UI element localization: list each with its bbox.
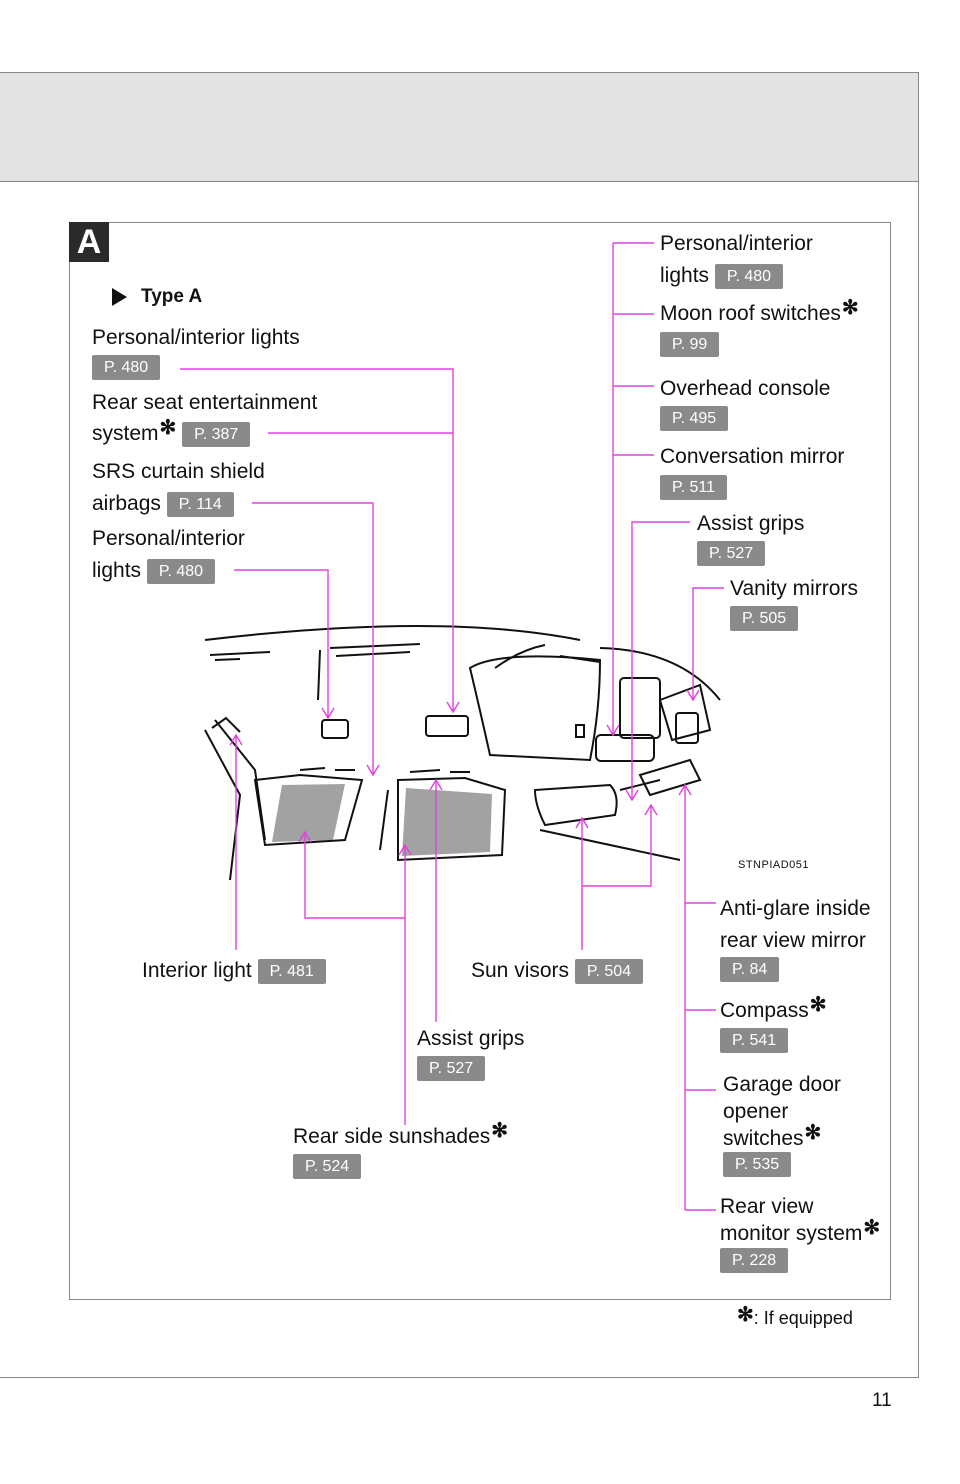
label-rear-view-monitor-line2: monitor system✻ <box>720 1217 881 1248</box>
label-overhead-console: Overhead console <box>660 373 830 404</box>
asterisk-icon: ✻ <box>159 417 177 439</box>
label-text: switches <box>723 1127 804 1150</box>
leader-lines <box>180 242 724 1211</box>
asterisk-icon: ✻ <box>737 1304 754 1326</box>
label-sun-visors: Sun visors P. 504 <box>471 955 644 986</box>
label-conversation-mirror: Conversation mirror <box>660 441 844 472</box>
label-text: Interior light <box>142 959 252 982</box>
asterisk-icon: ✻ <box>841 297 859 319</box>
ref-badge: P. 505 <box>730 606 799 631</box>
label-text: SRS curtain shield <box>92 460 265 483</box>
label-garage-door: Garage door <box>723 1071 841 1098</box>
label-text: Garage door <box>723 1073 841 1096</box>
car-interior-drawing <box>204 625 721 881</box>
ref-badge: P. 114 <box>166 491 234 517</box>
label-text: Anti-glare inside <box>720 897 871 920</box>
label-text: lights <box>92 559 142 582</box>
label-text: Conversation mirror <box>660 445 845 468</box>
label-rear-seat-entertainment-line2: system✻ P. 387 <box>92 417 251 450</box>
label-garage-door-line3: switches✻ <box>723 1122 822 1153</box>
asterisk-icon: ✻ <box>804 1122 822 1144</box>
ref-badge: P. 524 <box>293 1154 362 1179</box>
label-interior-light: Interior light P. 481 <box>142 955 326 986</box>
label-personal-interior-lights-right-line2: lights P. 480 <box>660 260 784 291</box>
ref-badge: P. 99 <box>660 332 720 357</box>
label-text: Vanity mirrors <box>730 577 858 600</box>
ref-badge: P. 511 <box>660 475 728 500</box>
label-rear-seat-entertainment: Rear seat entertainment <box>92 387 317 418</box>
label-anti-glare: Anti-glare inside <box>720 893 871 924</box>
label-text: Personal/interior <box>92 527 245 550</box>
label-rear-view-monitor: Rear view <box>720 1193 813 1220</box>
ref-badge: P. 228 <box>720 1248 789 1273</box>
label-text: system <box>92 422 159 445</box>
ref-badge: P. 527 <box>697 541 766 566</box>
right-margin-rule <box>918 72 919 1378</box>
figure-frame <box>69 222 891 1300</box>
label-text: Personal/interior <box>660 232 813 255</box>
ref-badge: P. 481 <box>257 958 326 984</box>
type-label: Type A <box>141 286 203 307</box>
label-srs-curtain: SRS curtain shield <box>92 456 265 487</box>
footnote: ✻: If equipped <box>736 1304 853 1330</box>
mesh-sunshades <box>272 784 492 856</box>
header-band <box>0 72 919 182</box>
footnote-text: : If equipped <box>753 1308 853 1328</box>
ref-badge: P. 387 <box>182 421 251 447</box>
label-compass: Compass✻ <box>720 994 827 1027</box>
label-text: rear view mirror <box>720 929 866 952</box>
label-text: Rear view <box>720 1195 814 1218</box>
label-text: lights <box>660 264 710 287</box>
label-text: Rear side sunshades <box>293 1125 491 1148</box>
ref-badge: P. 480 <box>92 355 161 380</box>
label-text: Assist grips <box>417 1027 525 1050</box>
image-code: STNPIAD051 <box>738 859 810 871</box>
ref-badge: P. 480 <box>714 263 784 289</box>
ref-badge: P. 504 <box>574 958 644 984</box>
label-personal-interior-lights-2-line2: lights P. 480 <box>92 555 216 586</box>
ref-badge: P. 535 <box>723 1152 792 1177</box>
label-text: monitor system <box>720 1222 863 1245</box>
label-personal-interior-lights-right: Personal/interior <box>660 228 813 259</box>
arrowheads <box>229 689 700 856</box>
label-personal-interior-lights-2: Personal/interior <box>92 523 245 554</box>
label-text: Assist grips <box>697 512 805 535</box>
page-number: 11 <box>872 1390 892 1411</box>
triangle-bullet-icon <box>112 287 127 306</box>
asterisk-icon: ✻ <box>809 994 827 1016</box>
type-heading: Type A <box>112 286 202 308</box>
label-text: Moon roof switches <box>660 302 841 325</box>
section-tag: A <box>69 222 109 262</box>
label-text: Sun visors <box>471 959 570 982</box>
label-text: Compass <box>720 999 809 1022</box>
label-moon-roof: Moon roof switches✻ <box>660 297 859 330</box>
ref-badge: P. 527 <box>417 1056 486 1081</box>
ref-badge: P. 480 <box>146 558 216 584</box>
ref-badge: P. 84 <box>720 957 780 982</box>
asterisk-icon: ✻ <box>491 1120 509 1142</box>
label-text: Personal/interior lights <box>92 326 300 349</box>
label-text: Overhead console <box>660 377 831 400</box>
label-text: airbags <box>92 492 161 515</box>
label-text: Rear seat entertainment <box>92 391 318 414</box>
ref-badge: P. 541 <box>720 1028 789 1053</box>
label-assist-grips-top: Assist grips <box>697 508 804 539</box>
asterisk-icon: ✻ <box>863 1217 881 1239</box>
label-garage-door-line2: opener <box>723 1098 788 1125</box>
bottom-rule <box>0 1377 919 1378</box>
label-srs-curtain-line2: airbags P. 114 <box>92 488 234 519</box>
label-vanity-mirrors: Vanity mirrors <box>730 573 858 604</box>
label-assist-grips-bottom: Assist grips <box>417 1023 524 1054</box>
label-anti-glare-line2: rear view mirror <box>720 925 866 956</box>
label-personal-interior-lights-1: Personal/interior lights <box>92 322 300 353</box>
ref-badge: P. 495 <box>660 406 729 431</box>
label-rear-side-sunshades: Rear side sunshades✻ <box>293 1120 509 1153</box>
label-text: opener <box>723 1100 789 1123</box>
